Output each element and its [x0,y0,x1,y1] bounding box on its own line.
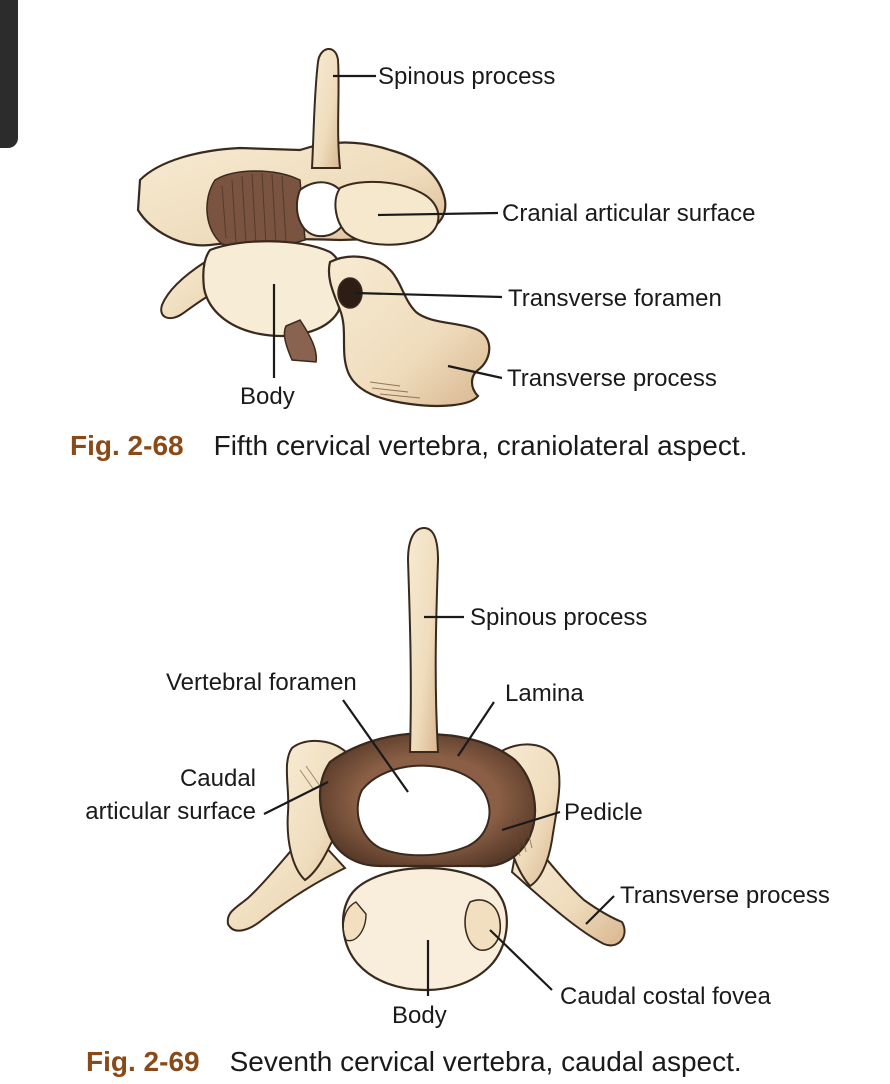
label-c7-caudal-articular-surface-line2: articular surface [85,798,256,825]
label-c7-transverse-process: Transverse process [620,882,830,909]
label-c7-spinous-process: Spinous process [470,604,648,631]
caption-number-fig-2-68: Fig. 2-68 [70,430,184,461]
leader-c7-caudal-costal-fovea [489,929,553,991]
caption-fig-2-69: Fig. 2-69 Seventh cervical vertebra, caud… [86,1046,742,1078]
label-c5-transverse-process: Transverse process [507,365,717,392]
leader-c7-vertebral-foramen [342,699,409,793]
c7-caudal-costal-fovea [464,899,502,951]
c7-vertebral-body [342,866,508,992]
leader-c7-caudal-articular-surface [263,781,329,815]
page-edge-tab [0,0,18,148]
leader-c7-pedicle [501,810,561,832]
seventh-cervical-vertebra-illustration [226,526,626,992]
fig68-leader-lines [272,74,503,380]
leader-c7-lamina [457,701,495,757]
label-c5-body: Body [240,383,295,410]
caption-number-fig-2-69: Fig. 2-69 [86,1046,200,1077]
caption-text-fig-2-68: Fifth cervical vertebra, craniolateral a… [213,430,748,461]
leader-c5-transverse-process [447,364,503,380]
label-c7-caudal-articular-surface-line1: Caudal [179,765,256,792]
label-c7-body: Body [392,1002,447,1029]
fifth-cervical-vertebra-illustration [136,48,491,408]
label-c7-caudal-costal-fovea: Caudal costal fovea [560,983,771,1010]
label-c5-transverse-foramen: Transverse foramen [508,285,722,312]
c5-spinous-process [310,48,342,169]
leader-c5-transverse-foramen [354,291,503,299]
c5-cranial-articular-process [334,180,440,246]
caption-text-fig-2-69: Seventh cervical vertebra, caudal aspect… [229,1046,742,1077]
c7-vertebral-foramen-opening [356,764,491,857]
fig69-leader-lines [263,615,615,996]
caption-fig-2-68: Fig. 2-68 Fifth cervical vertebra, cranio… [70,430,747,462]
label-c7-lamina: Lamina [505,680,584,707]
label-c7-vertebral-foramen: Vertebral foramen [166,669,357,696]
leader-c7-transverse-process [585,895,615,925]
label-c7-pedicle: Pedicle [564,799,643,826]
leader-c5-cranial-articular-surface [377,211,499,217]
c7-spinous-process [406,526,440,753]
label-c5-spinous-process: Spinous process [378,63,556,90]
label-c5-cranial-articular-surface: Cranial articular surface [502,200,756,227]
